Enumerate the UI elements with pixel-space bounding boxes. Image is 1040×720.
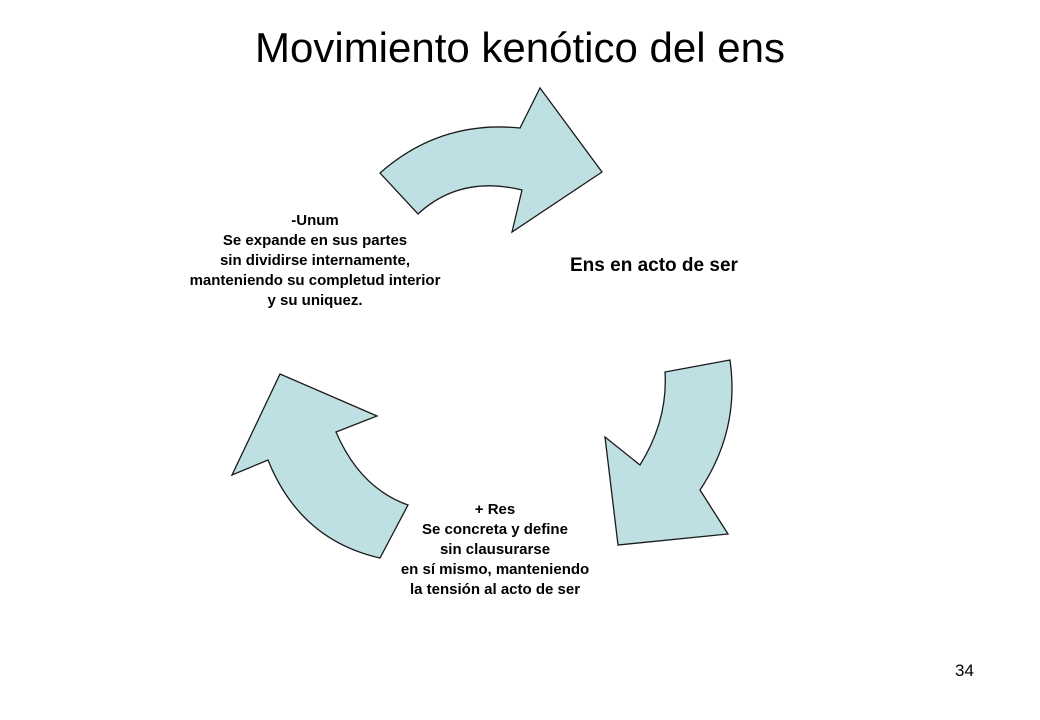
page-number: 34 — [955, 661, 974, 680]
node-unum: -Unum Se expande en sus partes sin divid… — [150, 211, 480, 311]
node-unum-line: -Unum — [291, 212, 339, 229]
node-res-line: la tensión al acto de ser — [409, 581, 581, 598]
cycle-arrow-left — [230, 373, 409, 559]
node-unum-line: y su uniquez. — [267, 292, 363, 309]
cycle-arrow-right — [604, 359, 733, 546]
node-ens-en-acto: Ens en acto de ser — [570, 256, 738, 276]
node-unum-line: sin dividirse internamente, — [219, 252, 411, 269]
node-res-line: Se concreta y define — [422, 521, 568, 538]
cycle-arrow-top — [379, 86, 603, 234]
node-res-line: + Res — [474, 501, 516, 518]
node-res-line: sin clausurarse — [439, 541, 551, 558]
node-unum-line: manteniendo su completud interior — [189, 272, 441, 289]
node-res: + Res Se concreta y define sin clausurar… — [360, 500, 630, 600]
node-ens-label: Ens en acto de ser — [570, 255, 738, 276]
node-unum-line: Se expande en sus partes — [222, 232, 408, 249]
slide-title: Movimiento kenótico del ens — [255, 24, 785, 71]
node-res-line: en sí mismo, manteniendo — [400, 561, 590, 578]
